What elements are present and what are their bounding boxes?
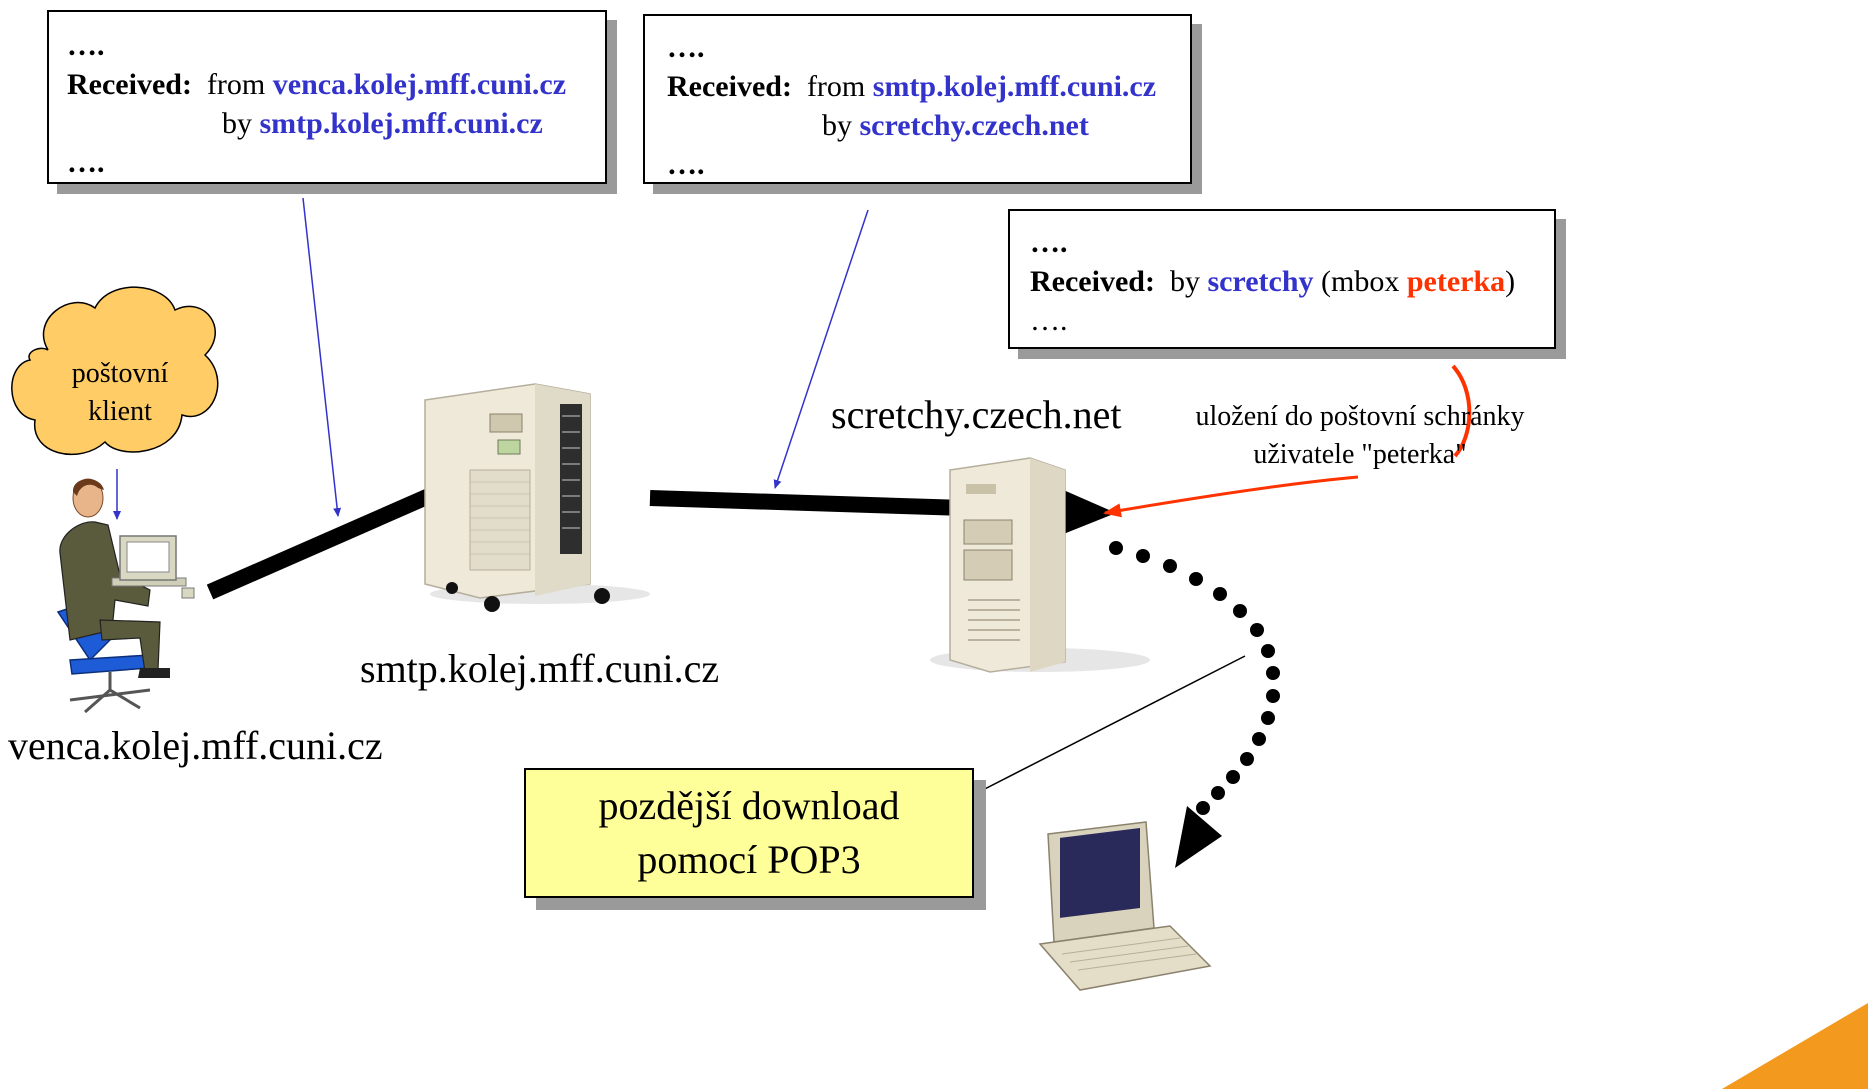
ellipsis-top: …. [67,29,105,62]
ellipsis-bottom: …. [1030,304,1068,337]
received-line: Received: by scretchy (mbox peterka) [1030,262,1554,301]
pointer-box1 [302,197,342,517]
mbox-name: peterka [1406,265,1506,298]
by-host: smtp.kolej.mff.cuni.cz [259,107,543,140]
by-word: by [822,109,852,142]
pop3-download-box: pozdější download pomocí POP3 [524,768,974,898]
received-header-box-2: …. Received: from smtp.kolej.mff.cuni.cz… [643,14,1192,184]
received-label: Received: [667,70,792,103]
ellipsis-top: …. [667,31,705,64]
pop3-line-1: pozdější download [598,783,900,828]
received-label: Received: [1030,265,1155,298]
by-host: scretchy [1207,265,1314,298]
ellipsis-bottom: …. [67,146,105,179]
pointer-box2 [773,209,869,489]
received-label: Received: [67,68,192,101]
pop3-connector [972,655,1246,796]
client-host-label: venca.kolej.mff.cuni.cz [8,723,383,768]
mbox-open: (mbox [1321,265,1400,298]
person-at-computer-icon [56,478,195,714]
mbox-bracket [1451,364,1472,458]
from-word: from [206,68,266,101]
ellipsis-bottom: …. [667,148,705,181]
by-line: by smtp.kolej.mff.cuni.cz [67,104,605,143]
note-line-2: uživatele "peterka" [1253,438,1467,470]
received-header-box-1: …. Received: from venca.kolej.mff.cuni.c… [47,10,607,184]
smtp-server-icon [424,383,650,612]
download-dotted-path [1109,541,1280,868]
mail-client-cloud [11,286,219,456]
mail-client-label: poštovní klient [40,355,200,431]
mailbox-storage-note: uložení do poštovní schránky uživatele "… [1160,398,1560,474]
ellipsis-top: …. [1030,226,1068,259]
by-word: by [1169,265,1200,298]
smtp-host-label: smtp.kolej.mff.cuni.cz [360,646,720,691]
laptop-icon [1038,821,1212,991]
corner-decoration [1722,1003,1868,1089]
received-header-box-3: …. Received: by scretchy (mbox peterka) … [1008,209,1556,349]
cloud-line-2: klient [88,395,152,427]
mbox-close: ) [1505,265,1516,298]
from-host: venca.kolej.mff.cuni.cz [272,68,567,101]
by-host: scretchy.czech.net [859,109,1089,142]
pop3-line-2: pomocí POP3 [637,837,861,882]
received-line: Received: from smtp.kolej.mff.cuni.cz [667,67,1190,106]
by-line: by scretchy.czech.net [667,106,1190,145]
cloud-line-1: poštovní [71,358,169,389]
by-word: by [222,107,252,140]
from-host: smtp.kolej.mff.cuni.cz [872,70,1157,103]
note-line-1: uložení do poštovní schránky [1195,401,1525,432]
scretchy-host-label: scretchy.czech.net [831,392,1122,437]
scretchy-server-icon [930,457,1150,673]
store-arrow [1103,475,1359,518]
from-word: from [806,70,866,103]
received-line: Received: from venca.kolej.mff.cuni.cz [67,65,605,104]
